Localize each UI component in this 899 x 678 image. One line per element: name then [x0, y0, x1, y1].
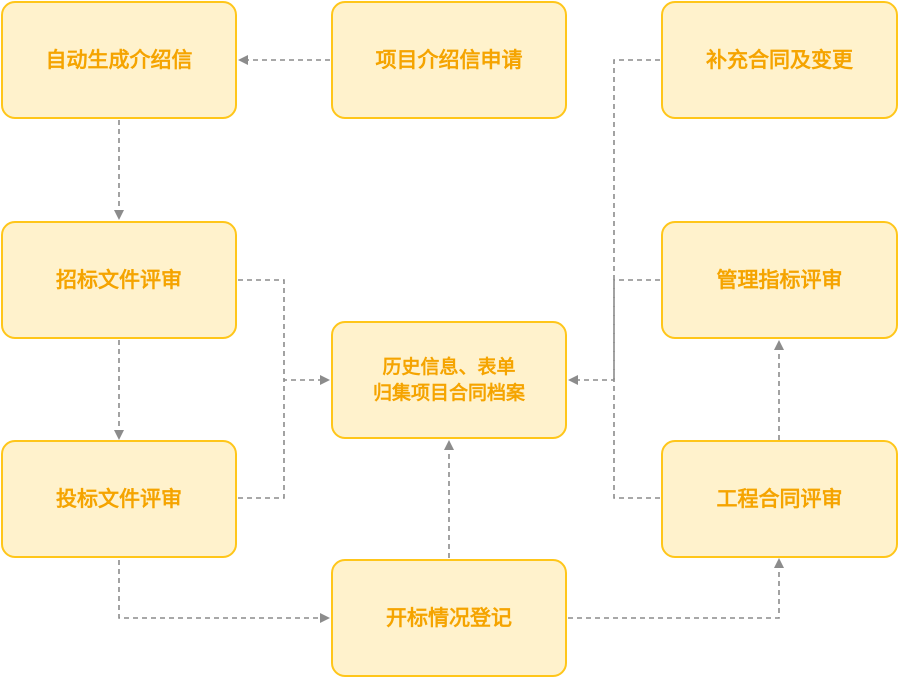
- node-opening: 开标情况登记: [331, 559, 567, 677]
- node-contract-review: 工程合同评审: [661, 440, 898, 558]
- node-apply-letter: 项目介绍信申请: [331, 1, 567, 119]
- node-opening-label: 开标情况登记: [386, 605, 512, 630]
- edge-tender-review-to-archive: [238, 279, 285, 380]
- node-archive-label: 历史信息、表单 归集项目合同档案: [372, 356, 525, 404]
- node-supplement: 补充合同及变更: [661, 1, 898, 119]
- edge-opening-to-contract-review: [568, 558, 784, 619]
- edge-mgmt-review-to-archive: [613, 279, 660, 380]
- node-archive: 历史信息、表单 归集项目合同档案: [331, 321, 567, 439]
- node-bid-review-label: 投标文件评审: [56, 486, 182, 511]
- node-tender-review: 招标文件评审: [1, 221, 237, 339]
- node-auto-letter: 自动生成介绍信: [1, 1, 237, 119]
- node-auto-letter-label: 自动生成介绍信: [45, 47, 193, 72]
- edge-supplement-to-archive: [613, 59, 660, 380]
- node-tender-review-label: 招标文件评审: [56, 267, 182, 292]
- edge-contract-review-to-archive: [568, 375, 660, 499]
- node-mgmt-review: 管理指标评审: [661, 221, 898, 339]
- edge-bid-review-to-opening: [118, 560, 330, 623]
- node-supplement-label: 补充合同及变更: [706, 47, 853, 72]
- node-apply-letter-label: 项目介绍信申请: [375, 47, 523, 72]
- edge-bid-review-to-archive: [238, 375, 330, 499]
- node-mgmt-review-label: 管理指标评审: [716, 267, 843, 292]
- node-bid-review: 投标文件评审: [1, 440, 237, 558]
- node-contract-review-label: 工程合同评审: [716, 486, 843, 511]
